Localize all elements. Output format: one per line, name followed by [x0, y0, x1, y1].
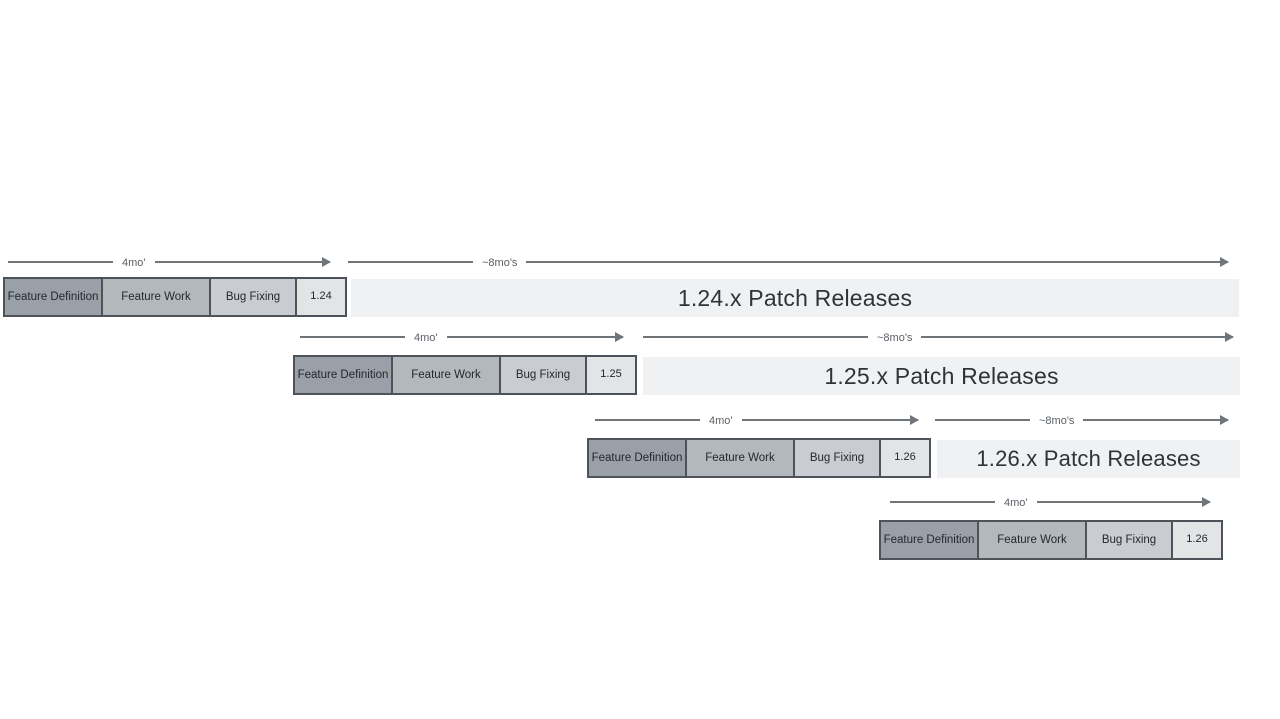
phase-bug-fixing: Bug Fixing [499, 355, 587, 395]
arrow-line [935, 419, 1030, 421]
version-box: 1.26 [1171, 520, 1223, 560]
patch-releases-label: 1.26.x Patch Releases [976, 446, 1201, 471]
patch-duration-label: ~8mo's [482, 256, 518, 269]
phase-feature-work: Feature Work [391, 355, 501, 395]
patch-releases-bar: 1.24.x Patch Releases [351, 279, 1239, 317]
arrow-line [526, 257, 1229, 267]
version-box: 1.25 [585, 355, 637, 395]
release-row-phases: Feature Definition Feature Work Bug Fixi… [3, 277, 347, 317]
phase-feature-work: Feature Work [101, 277, 211, 317]
version-box: 1.24 [295, 277, 347, 317]
phase-feature-work: Feature Work [977, 520, 1087, 560]
arrow-line [446, 332, 624, 342]
phase-feature-work: Feature Work [685, 438, 795, 478]
arrow-line [890, 501, 995, 503]
release-row-phases: Feature Definition Feature Work Bug Fixi… [879, 520, 1223, 560]
dev-duration-label: 4mo' [414, 331, 438, 344]
dev-cycle-arrow: 4mo' [8, 254, 331, 270]
version-box: 1.26 [879, 438, 931, 478]
phase-bug-fixing: Bug Fixing [209, 277, 297, 317]
phase-feature-definition: Feature Definition [3, 277, 103, 317]
phase-bug-fixing: Bug Fixing [793, 438, 881, 478]
arrow-line [921, 332, 1234, 342]
arrow-line [348, 261, 473, 263]
patch-duration-label: ~8mo's [1039, 414, 1075, 427]
patch-cycle-arrow: ~8mo's [935, 412, 1229, 428]
dev-cycle-arrow: 4mo' [595, 412, 919, 428]
arrow-line [741, 415, 919, 425]
arrow-line [154, 257, 331, 267]
arrow-line [8, 261, 113, 263]
dev-duration-label: 4mo' [709, 414, 733, 427]
phase-feature-definition: Feature Definition [879, 520, 979, 560]
patch-releases-bar: 1.25.x Patch Releases [643, 357, 1240, 395]
arrow-line [643, 336, 868, 338]
arrow-line [300, 336, 405, 338]
arrow-line [595, 419, 700, 421]
patch-releases-label: 1.24.x Patch Releases [677, 284, 913, 311]
dev-cycle-arrow: 4mo' [300, 329, 624, 345]
dev-duration-label: 4mo' [1004, 496, 1028, 509]
patch-releases-bar: 1.26.x Patch Releases [937, 440, 1240, 478]
patch-cycle-arrow: ~8mo's [643, 329, 1234, 345]
patch-duration-label: ~8mo's [877, 331, 913, 344]
phase-feature-definition: Feature Definition [587, 438, 687, 478]
dev-cycle-arrow: 4mo' [890, 494, 1211, 510]
dev-duration-label: 4mo' [122, 256, 146, 269]
phase-feature-definition: Feature Definition [293, 355, 393, 395]
patch-cycle-arrow: ~8mo's [348, 254, 1229, 270]
phase-bug-fixing: Bug Fixing [1085, 520, 1173, 560]
arrow-line [1036, 497, 1211, 507]
release-row-phases: Feature Definition Feature Work Bug Fixi… [293, 355, 637, 395]
arrow-line [1083, 415, 1229, 425]
release-row-phases: Feature Definition Feature Work Bug Fixi… [587, 438, 931, 478]
patch-releases-label: 1.25.x Patch Releases [824, 362, 1059, 389]
